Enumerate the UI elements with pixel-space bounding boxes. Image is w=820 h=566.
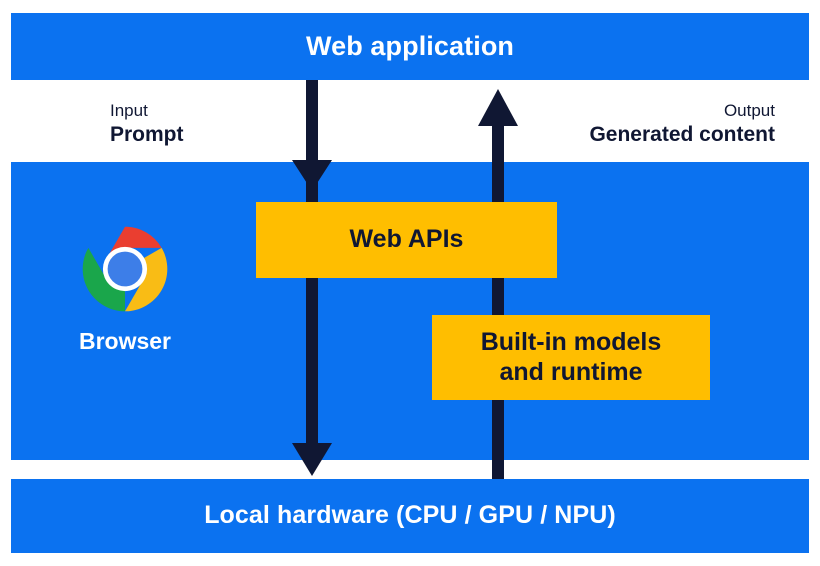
browser-badge-label: Browser: [78, 328, 172, 354]
flow-label-output: Output Generated content: [589, 100, 775, 149]
flow-label-input-value: Prompt: [110, 123, 184, 147]
box-built-in-models-label: Built-in models and runtime: [481, 328, 662, 387]
band-local-hardware-label: Local hardware (CPU / GPU / NPU): [204, 501, 616, 529]
box-built-in-models[interactable]: Built-in models and runtime: [432, 315, 710, 400]
band-web-application: Web application: [11, 13, 809, 80]
flow-label-input-caption: Input: [110, 101, 148, 120]
box-web-apis[interactable]: Web APIs: [256, 202, 557, 278]
box-web-apis-label: Web APIs: [349, 225, 464, 254]
flow-label-output-caption: Output: [723, 101, 775, 120]
band-web-application-label: Web application: [305, 31, 515, 61]
flow-label-input: Input Prompt: [110, 100, 184, 149]
band-local-hardware: Local hardware (CPU / GPU / NPU): [11, 479, 809, 553]
flow-label-output-value: Generated content: [589, 123, 775, 147]
chrome-logo-icon: [82, 226, 168, 312]
browser-badge: Browser: [55, 222, 195, 355]
box-built-in-models-line1: Built-in models: [480, 328, 662, 356]
box-built-in-models-line2: and runtime: [499, 357, 643, 386]
